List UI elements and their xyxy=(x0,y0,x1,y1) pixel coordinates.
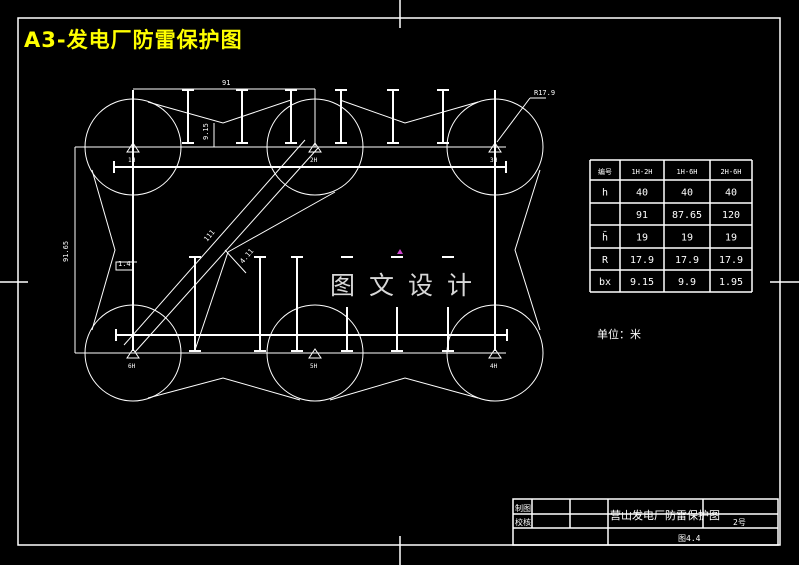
protection-envelope xyxy=(74,88,546,401)
parameter-table: 编号 1H-2H 1H-6H 2H-6H h 40 40 40 91 87.65 120 h̄ 19 19… xyxy=(589,159,753,293)
rod-label: 5H xyxy=(310,363,318,370)
rod-label: 2H xyxy=(310,157,318,164)
table-cell: 19 xyxy=(681,233,693,244)
table-cell: 19 xyxy=(725,233,737,244)
dim-bx: 9.15 xyxy=(202,123,210,140)
marker-icon xyxy=(397,249,403,254)
table-cell: R xyxy=(602,255,609,266)
table-cell: 87.65 xyxy=(672,210,702,221)
table-cell: bx xyxy=(599,277,611,288)
lightning-rods: 1H 2H 3H 4H 5H 6H xyxy=(126,142,502,370)
checked-label: 校核 xyxy=(515,517,531,527)
rod-label: 4H xyxy=(490,363,498,370)
table-cell: 1.95 xyxy=(719,277,743,288)
table-header: 2H-6H xyxy=(720,168,741,176)
drawing-title: A3-发电厂防雷保护图 xyxy=(24,28,243,52)
figure-number: 图4.4 xyxy=(678,534,701,543)
rod-triangle-icon xyxy=(488,142,502,153)
rod-label: 6H xyxy=(128,363,136,370)
table-cell: 40 xyxy=(681,188,693,199)
dim-side-span: 91.65 xyxy=(62,241,70,262)
table-cell: 120 xyxy=(722,210,740,221)
table-cell: 91 xyxy=(636,210,648,221)
table-cell: 17.9 xyxy=(719,255,743,266)
dim-radius: R17.9 xyxy=(534,89,555,97)
dim-diag-offset: 4.11 xyxy=(238,247,255,265)
structure-beams xyxy=(113,89,508,352)
table-header: 编号 xyxy=(598,167,612,176)
table-cell: 40 xyxy=(636,188,648,199)
table-header: 1H-2H xyxy=(631,168,652,176)
rod-triangle-icon xyxy=(126,142,140,153)
table-cell: 19 xyxy=(636,233,648,244)
title-block xyxy=(512,498,779,546)
drawn-label: 制图 xyxy=(515,503,531,513)
unit-label: 单位：米 xyxy=(597,328,641,341)
table-cell: 17.9 xyxy=(630,255,654,266)
rod-label: 3H xyxy=(490,157,498,164)
table-header: 1H-6H xyxy=(676,168,697,176)
dim-top-span: 91 xyxy=(222,79,230,87)
rod-triangle-icon xyxy=(126,348,140,359)
table-cell: h xyxy=(602,188,608,199)
table-cell: 9.15 xyxy=(630,277,654,288)
rod-label: 1H xyxy=(128,157,136,164)
rod-triangle-icon xyxy=(488,348,502,359)
table-cell: 40 xyxy=(725,188,737,199)
table-cell: 17.9 xyxy=(675,255,699,266)
sheet-size: 2号 xyxy=(733,518,746,527)
rod-triangle-icon xyxy=(308,348,322,359)
dim-side-offset: 1.4 xyxy=(118,260,131,268)
watermark: 图文设计 xyxy=(330,271,487,300)
dim-diag: 111 xyxy=(202,228,216,243)
drawing-name: 营山发电厂防雷保护图 xyxy=(610,508,720,522)
table-cell: h̄ xyxy=(602,230,608,243)
rod-triangle-icon xyxy=(308,142,322,153)
table-cell: 9.9 xyxy=(678,277,696,288)
